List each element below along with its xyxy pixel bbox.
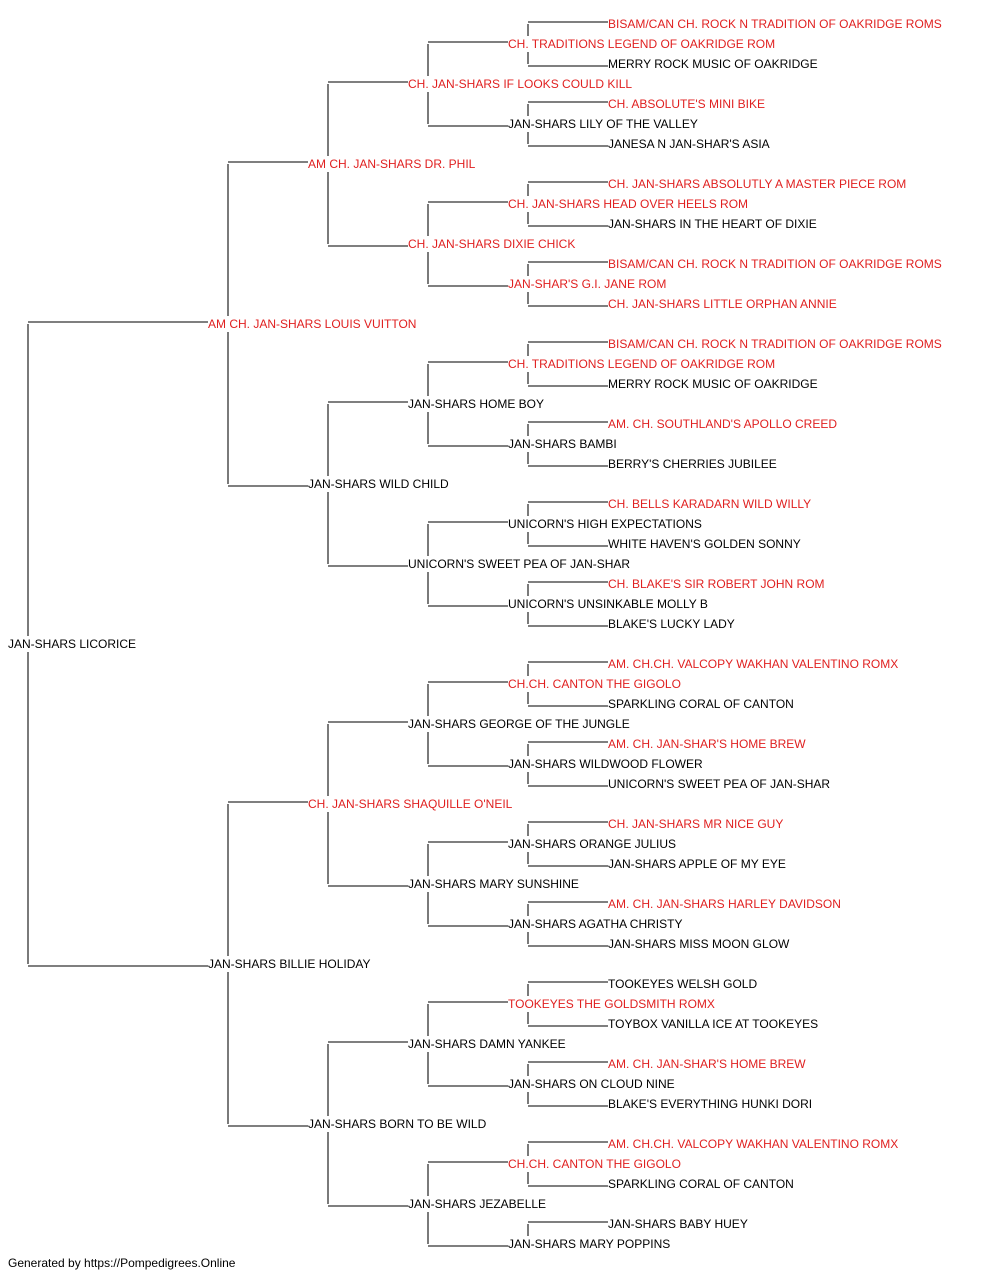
dog-name-sire-sire-sire-sire-sire: BISAM/CAN CH. ROCK N TRADITION OF OAKRID… xyxy=(608,17,942,31)
dog-name-sire-sire-dam-sire-sire: CH. JAN-SHARS ABSOLUTLY A MASTER PIECE R… xyxy=(608,177,906,191)
dog-name-sire-sire-dam: CH. JAN-SHARS DIXIE CHICK xyxy=(408,237,575,251)
dog-name-sire-dam-sire-sire: CH. TRADITIONS LEGEND OF OAKRIDGE ROM xyxy=(508,357,775,371)
dog-name-sire-sire-sire: CH. JAN-SHARS IF LOOKS COULD KILL xyxy=(408,77,632,91)
dog-name-dam-dam-sire-dam-sire: AM. CH. JAN-SHAR'S HOME BREW xyxy=(608,1057,806,1071)
dog-name-dam-sire-dam: JAN-SHARS MARY SUNSHINE xyxy=(408,877,579,891)
dog-name-sire-dam-dam-dam-dam: BLAKE'S LUCKY LADY xyxy=(608,617,735,631)
dog-name-dam-sire-sire-dam-sire: AM. CH. JAN-SHAR'S HOME BREW xyxy=(608,737,806,751)
dog-name-sire-sire-dam-dam: JAN-SHAR'S G.I. JANE ROM xyxy=(508,277,666,291)
dog-name-sire-dam-sire-sire-dam: MERRY ROCK MUSIC OF OAKRIDGE xyxy=(608,377,818,391)
dog-name-dam-sire-dam-sire-dam: JAN-SHARS APPLE OF MY EYE xyxy=(608,857,786,871)
dog-name-sire-dam-sire-sire-sire: BISAM/CAN CH. ROCK N TRADITION OF OAKRID… xyxy=(608,337,942,351)
dog-name-dam-dam-dam: JAN-SHARS JEZABELLE xyxy=(408,1197,546,1211)
dog-name-sire-dam-dam-dam: UNICORN'S UNSINKABLE MOLLY B xyxy=(508,597,708,611)
dog-name-sire-sire-sire-dam: JAN-SHARS LILY OF THE VALLEY xyxy=(508,117,698,131)
dog-name-dam-dam-dam-sire-dam: SPARKLING CORAL OF CANTON xyxy=(608,1177,794,1191)
dog-name-sire-dam-dam-sire-sire: CH. BELLS KARADARN WILD WILLY xyxy=(608,497,811,511)
dog-name-dam-dam-sire-dam-dam: BLAKE'S EVERYTHING HUNKI DORI xyxy=(608,1097,812,1111)
dog-name-dam-dam: JAN-SHARS BORN TO BE WILD xyxy=(308,1117,487,1131)
dog-name-dam-dam-dam-sire-sire: AM. CH.CH. VALCOPY WAKHAN VALENTINO ROMX xyxy=(608,1137,898,1151)
dog-name-dam-dam-dam-dam-sire: JAN-SHARS BABY HUEY xyxy=(608,1217,748,1231)
dog-name-dam-sire-dam-dam-sire: AM. CH. JAN-SHARS HARLEY DAVIDSON xyxy=(608,897,841,911)
dog-name-dam-sire-dam-dam: JAN-SHARS AGATHA CHRISTY xyxy=(508,917,682,931)
dog-name-sire-sire-dam-dam-dam: CH. JAN-SHARS LITTLE ORPHAN ANNIE xyxy=(608,297,837,311)
dog-name-sire-sire-sire-dam-sire: CH. ABSOLUTE'S MINI BIKE xyxy=(608,97,765,111)
dog-name-sire-dam-sire-dam: JAN-SHARS BAMBI xyxy=(508,437,617,451)
dog-name-sire-sire-dam-sire: CH. JAN-SHARS HEAD OVER HEELS ROM xyxy=(508,197,748,211)
dog-name-sire-dam-sire: JAN-SHARS HOME BOY xyxy=(408,397,544,411)
dog-name-sire-sire-dam-sire-dam: JAN-SHARS IN THE HEART OF DIXIE xyxy=(608,217,817,231)
dog-name-dam-sire: CH. JAN-SHARS SHAQUILLE O'NEIL xyxy=(308,797,513,811)
dog-name-dam-dam-sire: JAN-SHARS DAMN YANKEE xyxy=(408,1037,566,1051)
dog-name-sire-dam-dam: UNICORN'S SWEET PEA OF JAN-SHAR xyxy=(408,557,630,571)
dog-name-dam-dam-dam-dam: JAN-SHARS MARY POPPINS xyxy=(508,1237,670,1250)
dog-name-sire-sire-sire-dam-dam: JANESA N JAN-SHAR'S ASIA xyxy=(608,137,770,151)
dog-name-dam-sire-sire-sire-sire: AM. CH.CH. VALCOPY WAKHAN VALENTINO ROMX xyxy=(608,657,898,671)
dog-name-dam-dam-sire-sire-sire: TOOKEYES WELSH GOLD xyxy=(608,977,757,991)
dog-name-dam-dam-sire-sire: TOOKEYES THE GOLDSMITH ROMX xyxy=(508,997,715,1011)
dog-name-dam-sire-sire: JAN-SHARS GEORGE OF THE JUNGLE xyxy=(408,717,630,731)
dog-name-sire-sire: AM CH. JAN-SHARS DR. PHIL xyxy=(308,157,476,171)
footer-credit: Generated by https://Pompedigrees.Online xyxy=(8,1256,236,1270)
dog-name-sire-dam: JAN-SHARS WILD CHILD xyxy=(308,477,449,491)
dog-name-sire-dam-sire-dam-dam: BERRY'S CHERRIES JUBILEE xyxy=(608,457,777,471)
dog-name-dam-sire-sire-sire: CH.CH. CANTON THE GIGOLO xyxy=(508,677,681,691)
dog-name-sire-sire-sire-sire: CH. TRADITIONS LEGEND OF OAKRIDGE ROM xyxy=(508,37,775,51)
dog-name-dam-dam-sire-sire-dam: TOYBOX VANILLA ICE AT TOOKEYES xyxy=(608,1017,818,1031)
dog-name-dam-sire-dam-sire: JAN-SHARS ORANGE JULIUS xyxy=(508,837,676,851)
dog-name-dam-sire-sire-dam-dam: UNICORN'S SWEET PEA OF JAN-SHAR xyxy=(608,777,830,791)
dog-name-dam-dam-sire-dam: JAN-SHARS ON CLOUD NINE xyxy=(508,1077,675,1091)
dog-name-sire-sire-sire-sire-dam: MERRY ROCK MUSIC OF OAKRIDGE xyxy=(608,57,818,71)
dog-name-dam-sire-dam-sire-sire: CH. JAN-SHARS MR NICE GUY xyxy=(608,817,783,831)
dog-name-dam-sire-sire-sire-dam: SPARKLING CORAL OF CANTON xyxy=(608,697,794,711)
dog-name-sire-sire-dam-dam-sire: BISAM/CAN CH. ROCK N TRADITION OF OAKRID… xyxy=(608,257,942,271)
dog-name-sire: AM CH. JAN-SHARS LOUIS VUITTON xyxy=(208,317,416,331)
dog-name-dam: JAN-SHARS BILLIE HOLIDAY xyxy=(208,957,371,971)
dog-name-dam-sire-sire-dam: JAN-SHARS WILDWOOD FLOWER xyxy=(508,757,703,771)
dog-name-sire-dam-dam-sire: UNICORN'S HIGH EXPECTATIONS xyxy=(508,517,702,531)
dog-name-dam-dam-dam-sire: CH.CH. CANTON THE GIGOLO xyxy=(508,1157,681,1171)
dog-name-sire-dam-dam-dam-sire: CH. BLAKE'S SIR ROBERT JOHN ROM xyxy=(608,577,825,591)
dog-name-dam-sire-dam-dam-dam: JAN-SHARS MISS MOON GLOW xyxy=(608,937,790,951)
dog-name-sire-dam-sire-dam-sire: AM. CH. SOUTHLAND'S APOLLO CREED xyxy=(608,417,837,431)
pedigree-tree: JAN-SHARS LICORICE AM CH. JAN-SHARS LOUIS… xyxy=(8,17,942,1250)
dog-name-subject: JAN-SHARS LICORICE xyxy=(8,637,136,651)
dog-name-sire-dam-dam-sire-dam: WHITE HAVEN'S GOLDEN SONNY xyxy=(608,537,801,551)
